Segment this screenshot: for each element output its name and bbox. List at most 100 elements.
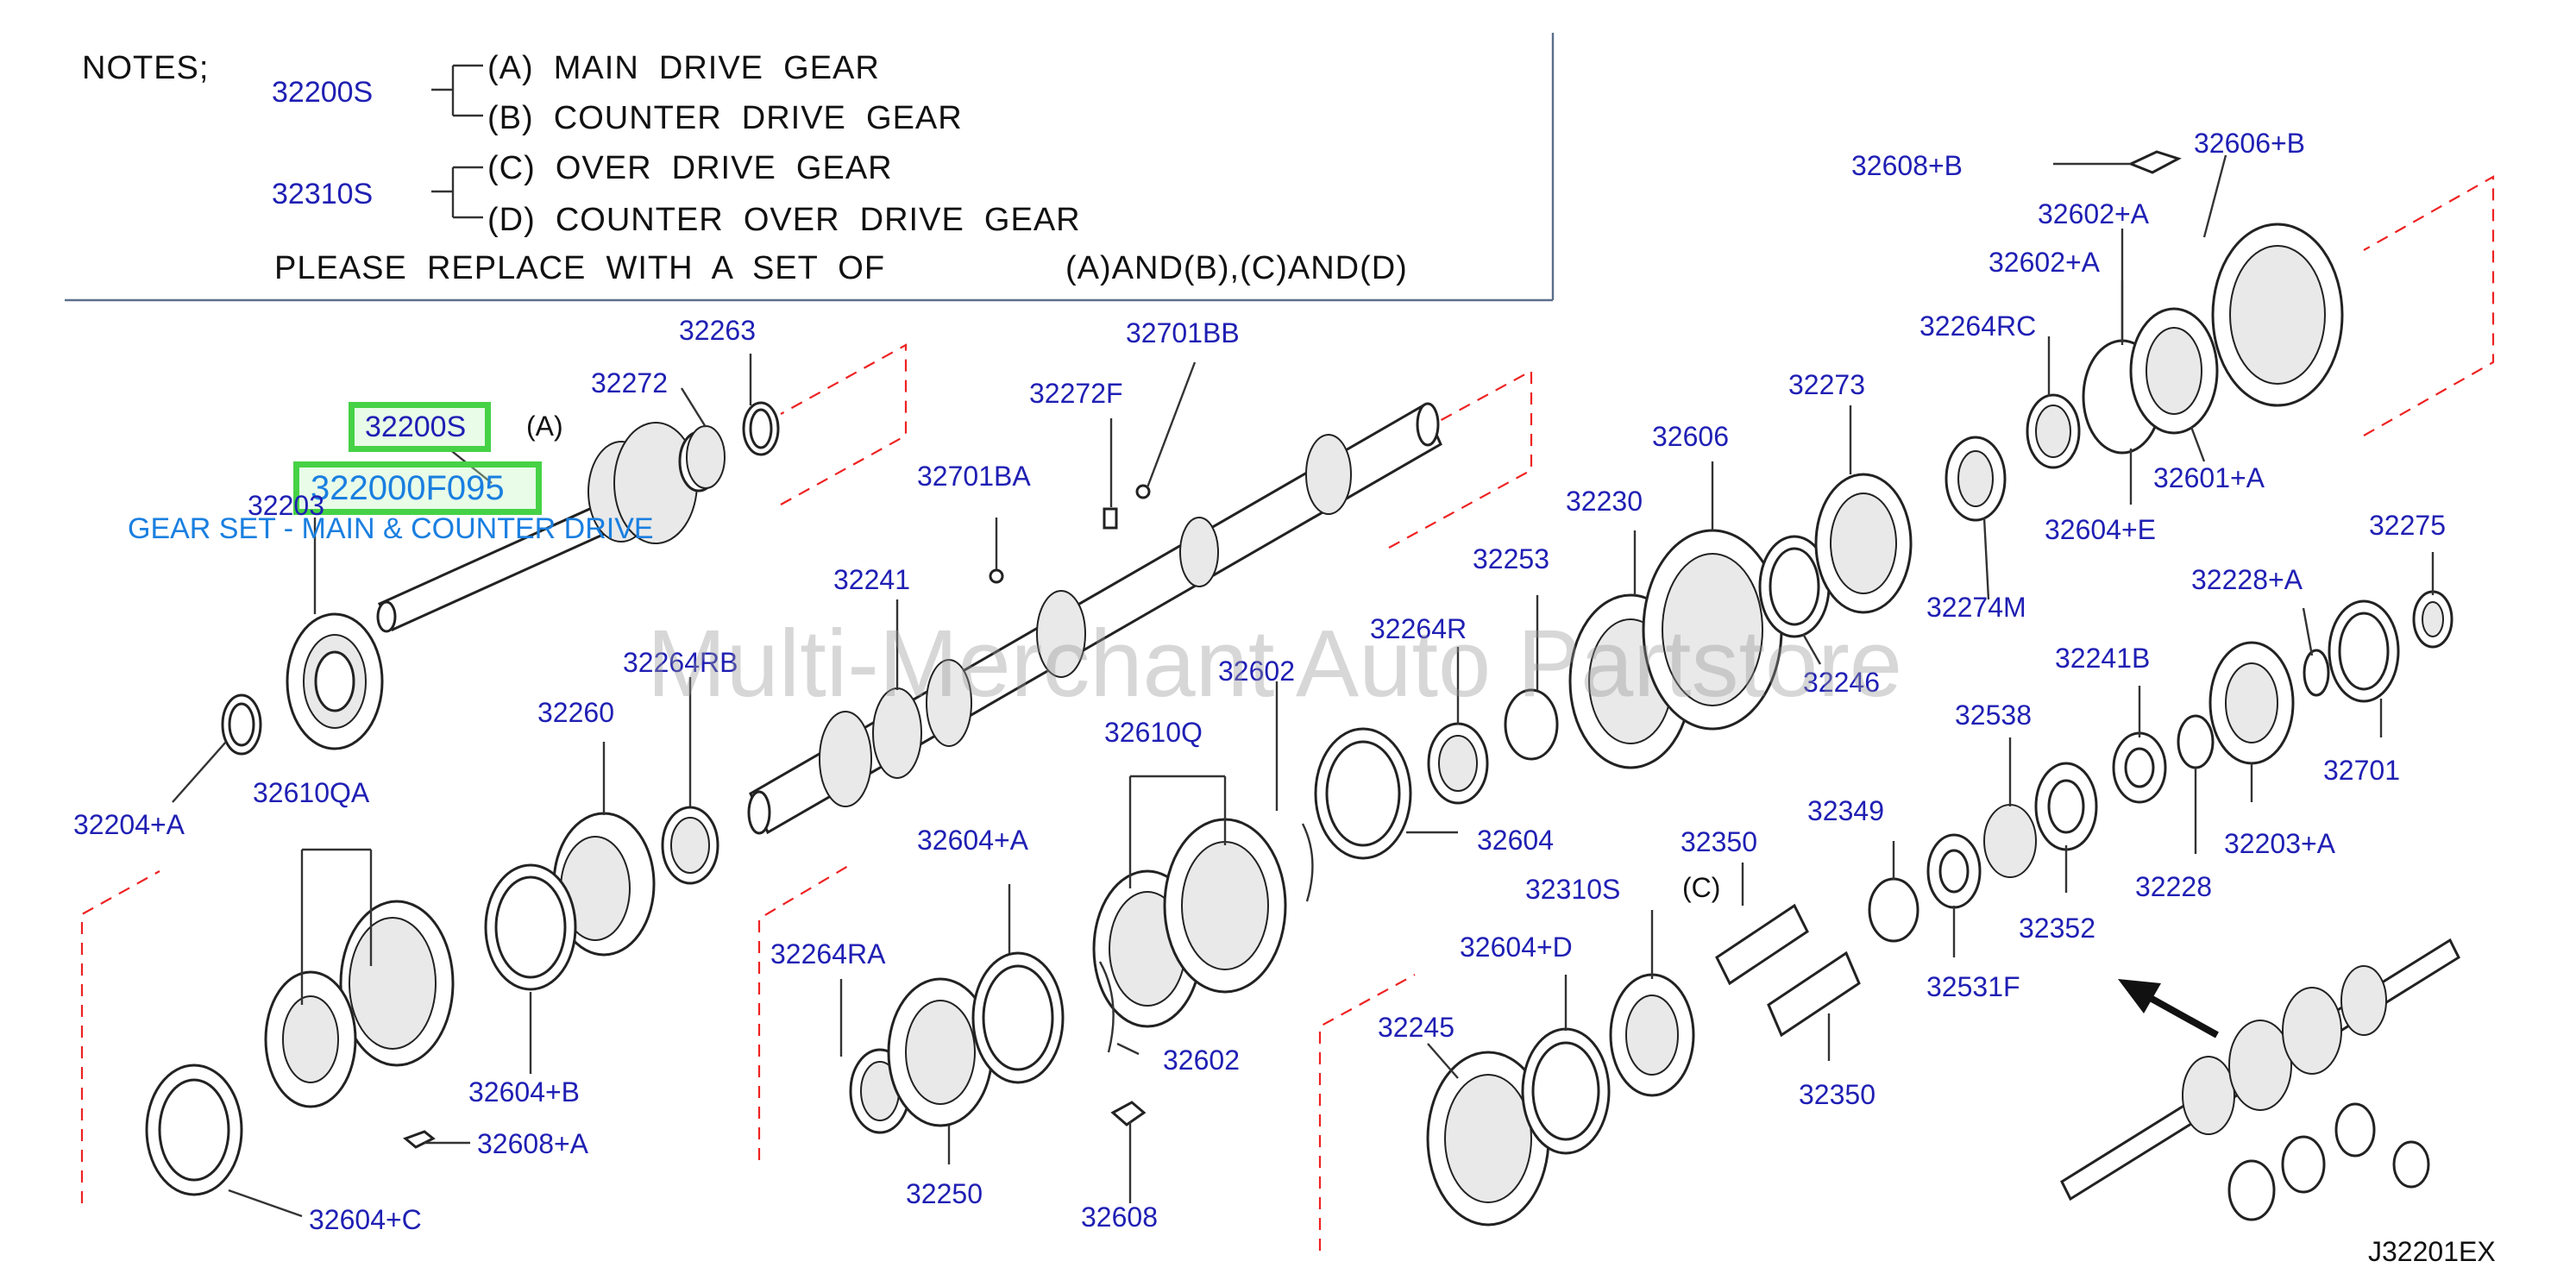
- dashed-frame-mainshaft: [1388, 369, 1533, 549]
- bushing-32253: [1504, 688, 1559, 761]
- note-line-a: (A) MAIN DRIVE GEAR: [487, 50, 880, 86]
- needle-bearing-32264rb: [661, 806, 719, 885]
- callout-32350-top[interactable]: 32350: [1681, 826, 1757, 857]
- insert-32608b: [2127, 150, 2182, 174]
- callout-32610qa[interactable]: 32610QA: [253, 777, 370, 808]
- pin-32272f: [1103, 507, 1118, 530]
- callout-32701ba[interactable]: 32701BA: [917, 461, 1031, 492]
- notes-code-32310s: 32310S: [272, 178, 374, 210]
- callout-32264r[interactable]: 32264R: [1370, 613, 1467, 644]
- callout-32606b[interactable]: 32606+B: [2194, 128, 2306, 159]
- callout-32531f[interactable]: 32531F: [1926, 971, 2020, 1002]
- callout-32250[interactable]: 32250: [906, 1178, 983, 1209]
- callout-32604e[interactable]: 32604+E: [2045, 514, 2157, 545]
- callout-32204a[interactable]: 32204+A: [73, 809, 185, 840]
- synchro-ring-32604: [1314, 727, 1412, 860]
- snap-ring-32204: [221, 693, 262, 756]
- callout-32608b[interactable]: 32608+B: [1851, 150, 1963, 181]
- callout-32241b[interactable]: 32241B: [2055, 643, 2151, 674]
- insert-32608: [1110, 1101, 1147, 1126]
- callout-32604c[interactable]: 32604+C: [309, 1204, 422, 1235]
- callout-32263[interactable]: 32263: [679, 315, 756, 346]
- snap-ring-32228a: [2303, 649, 2330, 697]
- ring-32246: [1758, 535, 1831, 638]
- ref-label-a: (A): [526, 411, 563, 442]
- dashed-frame-mid-low: [757, 862, 855, 1160]
- dashed-frame-rear: [2363, 175, 2495, 436]
- callout-32272f[interactable]: 32272F: [1029, 378, 1123, 409]
- callout-32203a[interactable]: 32203+A: [2224, 828, 2336, 859]
- hub-sleeve-32610qa: [264, 900, 455, 1108]
- callout-32604d[interactable]: 32604+D: [1460, 932, 1573, 963]
- callout-32701[interactable]: 32701: [2323, 755, 2400, 786]
- callout-32275[interactable]: 32275: [2369, 510, 2446, 541]
- bearing-32350-bottom: [1767, 951, 1861, 1038]
- thrust-bearing-32538: [1983, 804, 2037, 878]
- callout-32701bb[interactable]: 32701BB: [1126, 317, 1240, 348]
- callout-32264ra[interactable]: 32264RA: [770, 938, 886, 969]
- bushing-32349: [1868, 877, 1919, 943]
- highlight-part-description: GEAR SET - MAIN & COUNTER DRIVE: [128, 512, 654, 545]
- note-line-d: (D) COUNTER OVER DRIVE GEAR: [487, 202, 1081, 238]
- callout-32228a[interactable]: 32228+A: [2191, 564, 2303, 595]
- callout-32602a-upper[interactable]: 32602+A: [2038, 198, 2150, 229]
- highlight-part-number-box[interactable]: [293, 461, 542, 515]
- callout-32602-middle[interactable]: 32602: [1218, 656, 1295, 687]
- watermark-text: Multi-Merchant Auto Partstore: [647, 611, 1903, 717]
- collar-32274m: [1945, 436, 2007, 522]
- synchro-ring-32604d: [1521, 1027, 1611, 1155]
- callout-32606[interactable]: 32606: [1652, 421, 1729, 452]
- leader-lines: [172, 154, 2435, 1218]
- callout-32608a[interactable]: 32608+A: [477, 1128, 589, 1159]
- synchro-ring-32604a: [971, 951, 1065, 1084]
- synchro-ring-32604c: [145, 1064, 243, 1196]
- note-replace-sets: (A)AND(B),(C)AND(D): [1065, 250, 1408, 286]
- synchro-ring-32604b: [484, 863, 577, 991]
- bearing-32273: [1814, 473, 1913, 614]
- note-replace-text: PLEASE REPLACE WITH A SET OF: [274, 250, 886, 286]
- callout-32241[interactable]: 32241: [833, 564, 910, 595]
- callout-32272[interactable]: 32272: [591, 367, 668, 398]
- bearing-32203: [286, 612, 384, 750]
- callout-32610q[interactable]: 32610Q: [1104, 717, 1203, 748]
- gear-32250: [887, 977, 994, 1127]
- highlight-assembly-code[interactable]: 32200S: [365, 411, 467, 443]
- callout-32273[interactable]: 32273: [1788, 369, 1865, 400]
- bearing-32203a: [2208, 641, 2295, 765]
- nut-32241b: [2112, 731, 2167, 804]
- callout-32264rb[interactable]: 32264RB: [623, 647, 738, 678]
- callout-32604b[interactable]: 32604+B: [468, 1076, 581, 1107]
- snap-ring-32263: [742, 401, 780, 456]
- callout-32228[interactable]: 32228: [2135, 871, 2212, 902]
- note-line-c: (C) OVER DRIVE GEAR: [487, 150, 893, 186]
- highlight-assembly-box[interactable]: [349, 402, 491, 452]
- callout-32264rc[interactable]: 32264RC: [1919, 311, 2037, 342]
- callout-32349[interactable]: 32349: [1807, 795, 1884, 826]
- callout-32602-lower[interactable]: 32602: [1163, 1045, 1240, 1076]
- callout-32602a-lower[interactable]: 32602+A: [1989, 247, 2101, 278]
- needle-32272: [686, 425, 726, 489]
- callout-32253[interactable]: 32253: [1473, 543, 1549, 574]
- callout-32310s[interactable]: 32310S: [1525, 874, 1621, 905]
- callout-32246[interactable]: 32246: [1803, 667, 1880, 698]
- ball-32701ba: [989, 568, 1004, 584]
- ref-label-c: (C): [1682, 872, 1721, 903]
- callout-32230[interactable]: 32230: [1566, 486, 1643, 517]
- callout-32260[interactable]: 32260: [537, 697, 614, 728]
- highlight-part-number[interactable]: 322000F095: [311, 469, 505, 507]
- callout-32604[interactable]: 32604: [1477, 825, 1554, 856]
- callout-32352[interactable]: 32352: [2019, 913, 2095, 944]
- gear-32245: [1426, 1051, 1550, 1227]
- callout-32245[interactable]: 32245: [1378, 1012, 1454, 1043]
- callout-32601a[interactable]: 32601+A: [2153, 462, 2265, 493]
- callout-32608[interactable]: 32608: [1081, 1202, 1158, 1233]
- dashed-frame-main-drive: [780, 343, 908, 505]
- snap-ring-32228: [2177, 714, 2215, 769]
- notes-bracket-2: [431, 166, 483, 219]
- callout-32274m[interactable]: 32274M: [1926, 592, 2026, 623]
- callout-32538[interactable]: 32538: [1955, 700, 2032, 731]
- callout-32203[interactable]: 32203: [248, 490, 324, 521]
- callout-32350-bottom[interactable]: 32350: [1799, 1079, 1875, 1110]
- callout-32604a[interactable]: 32604+A: [917, 825, 1029, 856]
